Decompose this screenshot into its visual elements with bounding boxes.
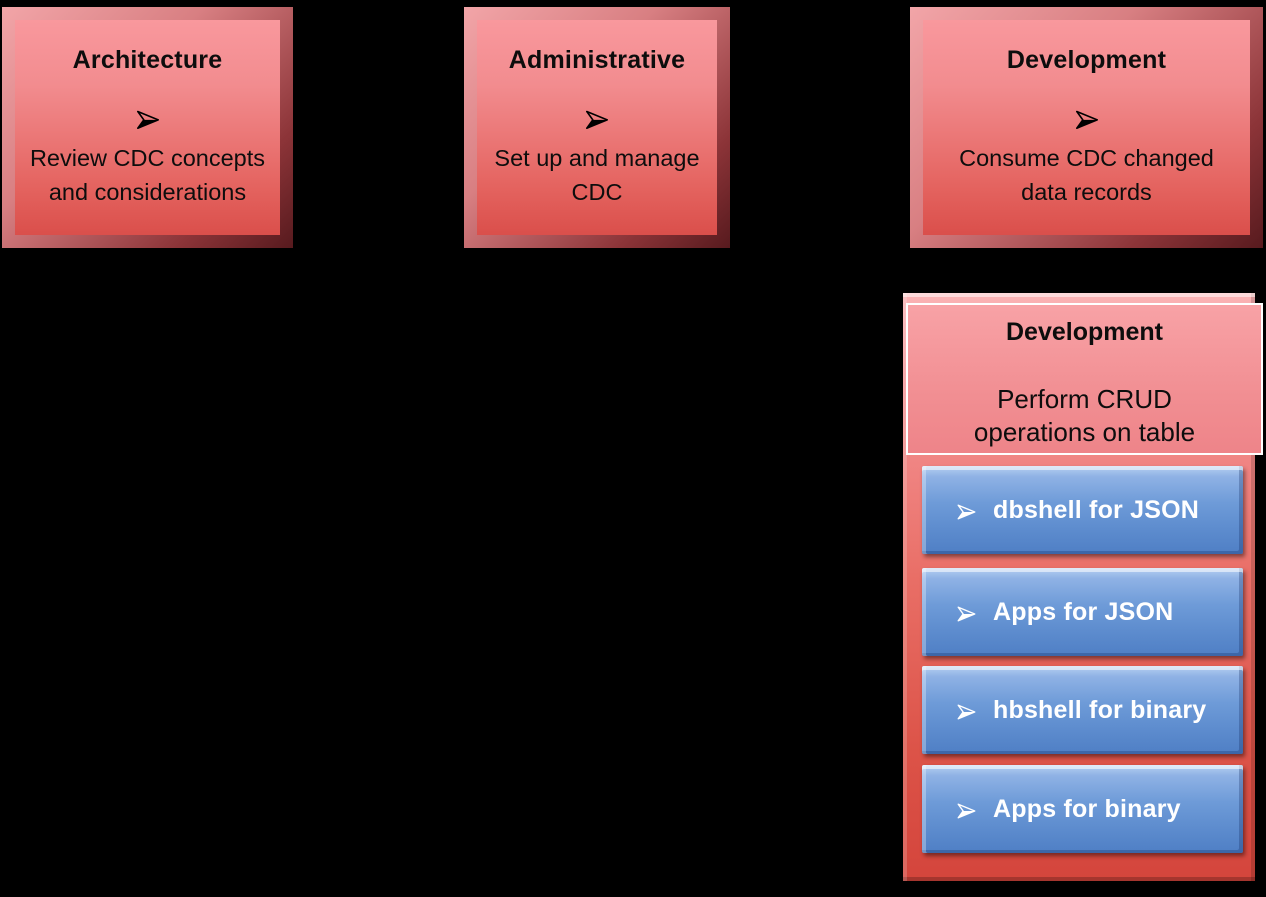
development-box-face: Development Consume CDC changed data rec… — [923, 20, 1250, 235]
administrative-box-title: Administrative — [508, 46, 686, 74]
arrowhead-bullet-icon — [584, 105, 610, 131]
administrative-box: Administrative Set up and manage CDC — [464, 7, 730, 248]
development-box: Development Consume CDC changed data rec… — [910, 7, 1263, 248]
apps-for-json-label: Apps for JSON — [993, 597, 1174, 626]
arrowhead-bullet-icon — [956, 700, 977, 721]
development-crud-title: Development — [1006, 318, 1163, 346]
administrative-box-description: Set up and manage CDC — [494, 145, 700, 206]
development-box-description: Consume CDC changed data records — [959, 145, 1214, 206]
development-box-title: Development — [1006, 46, 1167, 74]
development-crud-header: Development Perform CRUD operations on t… — [906, 303, 1263, 455]
arrowhead-bullet-icon — [956, 602, 977, 623]
architecture-box: Architecture Review CDC concepts and con… — [2, 7, 293, 248]
arrowhead-bullet-icon — [956, 799, 977, 820]
hbshell-for-binary-button: hbshell for binary — [922, 666, 1243, 754]
architecture-box-title: Architecture — [72, 46, 223, 74]
arrowhead-bullet-icon — [135, 105, 161, 131]
architecture-box-description: Review CDC concepts and considerations — [29, 145, 266, 206]
arrowhead-bullet-icon — [956, 500, 977, 521]
development-crud-subtitle: Perform CRUD operations on table — [973, 384, 1196, 448]
dbshell-for-json-label: dbshell for JSON — [993, 495, 1200, 524]
architecture-box-face: Architecture Review CDC concepts and con… — [15, 20, 280, 235]
dbshell-for-json-button: dbshell for JSON — [922, 466, 1243, 554]
administrative-box-face: Administrative Set up and manage CDC — [477, 20, 717, 235]
apps-for-binary-button: Apps for binary — [922, 765, 1243, 853]
apps-for-binary-label: Apps for binary — [993, 794, 1181, 823]
arrowhead-bullet-icon — [1074, 105, 1100, 131]
apps-for-json-button: Apps for JSON — [922, 568, 1243, 656]
hbshell-for-binary-label: hbshell for binary — [993, 695, 1207, 724]
